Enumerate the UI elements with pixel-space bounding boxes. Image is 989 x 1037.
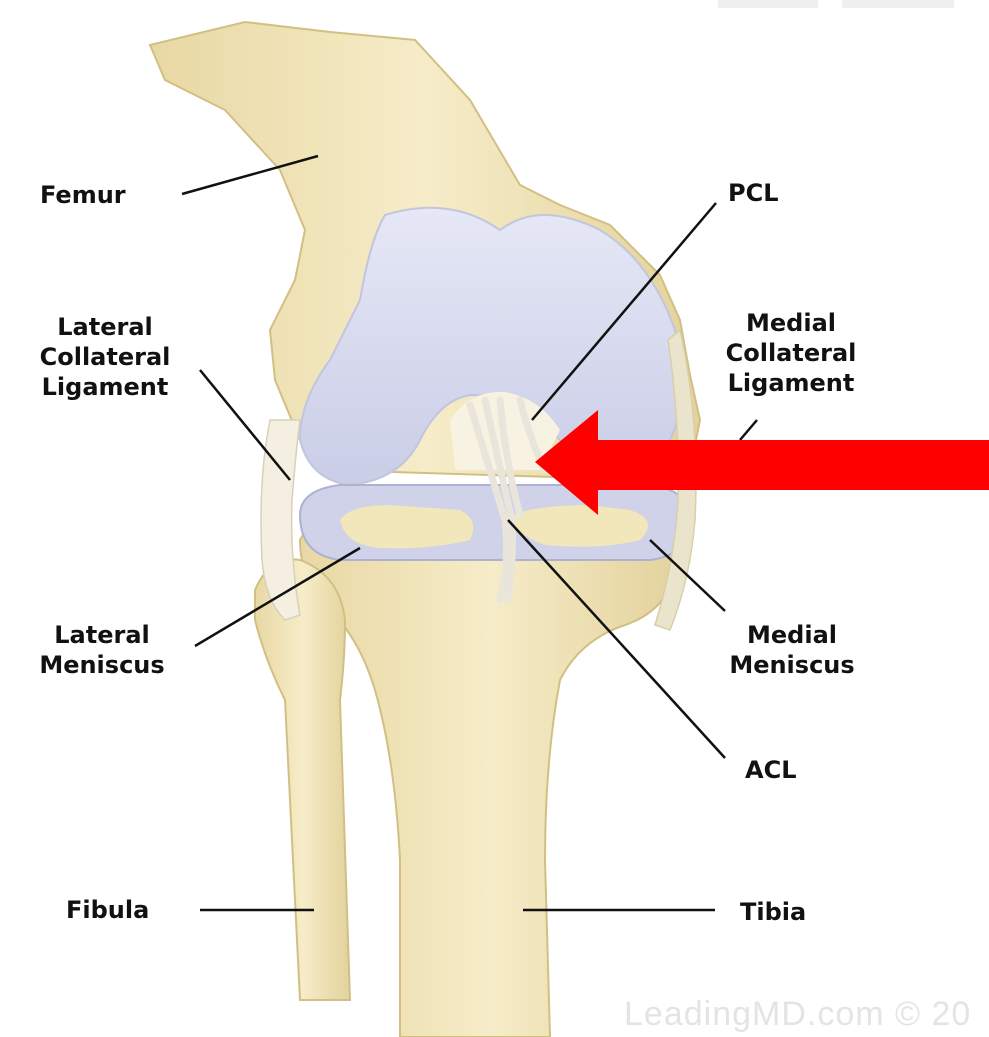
label-mcl-line1: Medial — [700, 308, 882, 338]
tibia-bone — [300, 500, 680, 1037]
fibula-bone — [255, 559, 350, 1000]
label-lateral-meniscus-line1: Lateral — [10, 620, 194, 650]
label-medial-collateral-ligament: Medial Collateral Ligament — [700, 308, 882, 398]
label-medial-meniscus: Medial Meniscus — [700, 620, 884, 680]
label-mcl-line3: Ligament — [700, 368, 882, 398]
label-lateral-meniscus: Lateral Meniscus — [10, 620, 194, 680]
watermark-text: LeadingMD.com © 20 — [624, 995, 971, 1034]
label-lateral-meniscus-line2: Meniscus — [10, 650, 194, 680]
label-mcl-line2: Collateral — [700, 338, 882, 368]
label-femur: Femur — [40, 180, 126, 210]
label-acl: ACL — [745, 755, 796, 785]
label-lcl-line3: Ligament — [14, 372, 196, 402]
label-medial-meniscus-line1: Medial — [700, 620, 884, 650]
label-lcl-line2: Collateral — [14, 342, 196, 372]
label-lateral-collateral-ligament: Lateral Collateral Ligament — [14, 312, 196, 402]
label-medial-meniscus-line2: Meniscus — [700, 650, 884, 680]
label-lcl-line1: Lateral — [14, 312, 196, 342]
label-pcl: PCL — [728, 178, 779, 208]
label-fibula: Fibula — [66, 895, 149, 925]
label-tibia: Tibia — [740, 897, 806, 927]
